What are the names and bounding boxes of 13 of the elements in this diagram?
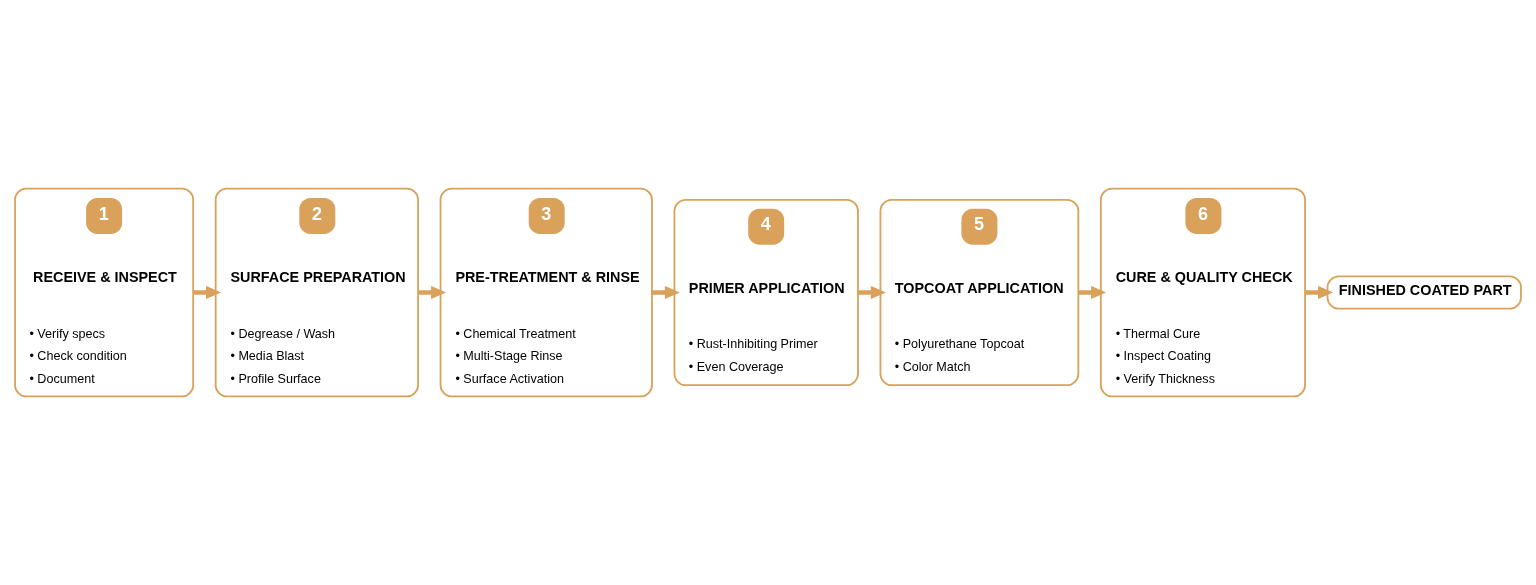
arrow — [193, 285, 222, 300]
node-box: 1 RECEIVE & INSPECT • Verify specs • Check condition • Document — [14, 187, 195, 398]
arrow — [858, 285, 886, 300]
node-box: 2 SURFACE PREPARATION • Degrease / Wash • Media Blast • Profile Surface — [214, 187, 419, 398]
node-box: 3 PRE-TREATMENT & RINSE • Chemical Treatment • Multi-Stage Rinse • Surface Activation — [439, 187, 653, 398]
node-box: 4 PRIMER APPLICATION • Rust-Inhibiting Primer • Even Coverage — [673, 198, 859, 387]
arrow — [652, 285, 680, 300]
node-box: 5 TOPCOAT APPLICATION • Polyurethane Topcoat • Color Match — [879, 198, 1080, 387]
node-box: 6 CURE & QUALITY CHECK • Thermal Cure • Inspect Coating • Verify Thickness — [1099, 187, 1306, 398]
node-box: FINISHED COATED PART — [1326, 275, 1522, 310]
arrow — [1078, 285, 1107, 300]
arrow — [1305, 285, 1334, 300]
arrow — [418, 285, 447, 300]
